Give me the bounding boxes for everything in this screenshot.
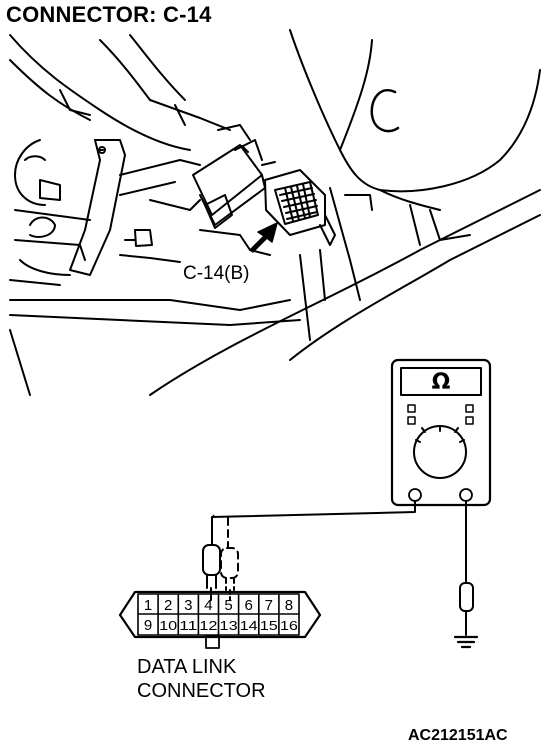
vehicle-interior-illustration bbox=[9, 29, 541, 396]
data-link-connector bbox=[118, 590, 322, 649]
top-row-pin-2: 2 bbox=[164, 597, 172, 614]
bottom-row-pin-10: 10 bbox=[159, 618, 177, 633]
connector-callout-label: C-14(B) bbox=[183, 263, 250, 284]
top-row-pin-8: 8 bbox=[285, 597, 293, 614]
pin-grid-lines bbox=[137, 593, 300, 636]
bottom-row-pin-13: 13 bbox=[220, 618, 238, 633]
data-link-connector-label: DATA LINK CONNECTOR bbox=[137, 655, 266, 703]
top-row-pin-6: 6 bbox=[245, 597, 253, 614]
bottom-row-pin-16: 16 bbox=[280, 618, 298, 633]
ohm-symbol: Ω bbox=[432, 370, 451, 395]
bottom-row-pin-11: 11 bbox=[179, 618, 197, 633]
test-leads bbox=[202, 500, 479, 649]
reference-code: AC212151AC bbox=[408, 727, 508, 744]
bottom-row-pin-12: 12 bbox=[199, 618, 217, 633]
bottom-row-pin-15: 15 bbox=[260, 618, 278, 633]
dlc-label-line-2: CONNECTOR bbox=[137, 680, 266, 702]
dlc-label-line-1: DATA LINK bbox=[137, 656, 237, 678]
top-row-pin-1: 1 bbox=[144, 597, 152, 614]
top-row-pin-7: 7 bbox=[265, 597, 273, 614]
page-title: CONNECTOR: C-14 bbox=[6, 2, 212, 27]
top-row-pin-5: 5 bbox=[224, 597, 232, 614]
bottom-row-pin-9: 9 bbox=[144, 617, 152, 634]
top-row-pin-4: 4 bbox=[204, 597, 212, 614]
bottom-row-pin-14: 14 bbox=[240, 618, 258, 633]
top-row-pin-3: 3 bbox=[184, 597, 192, 614]
